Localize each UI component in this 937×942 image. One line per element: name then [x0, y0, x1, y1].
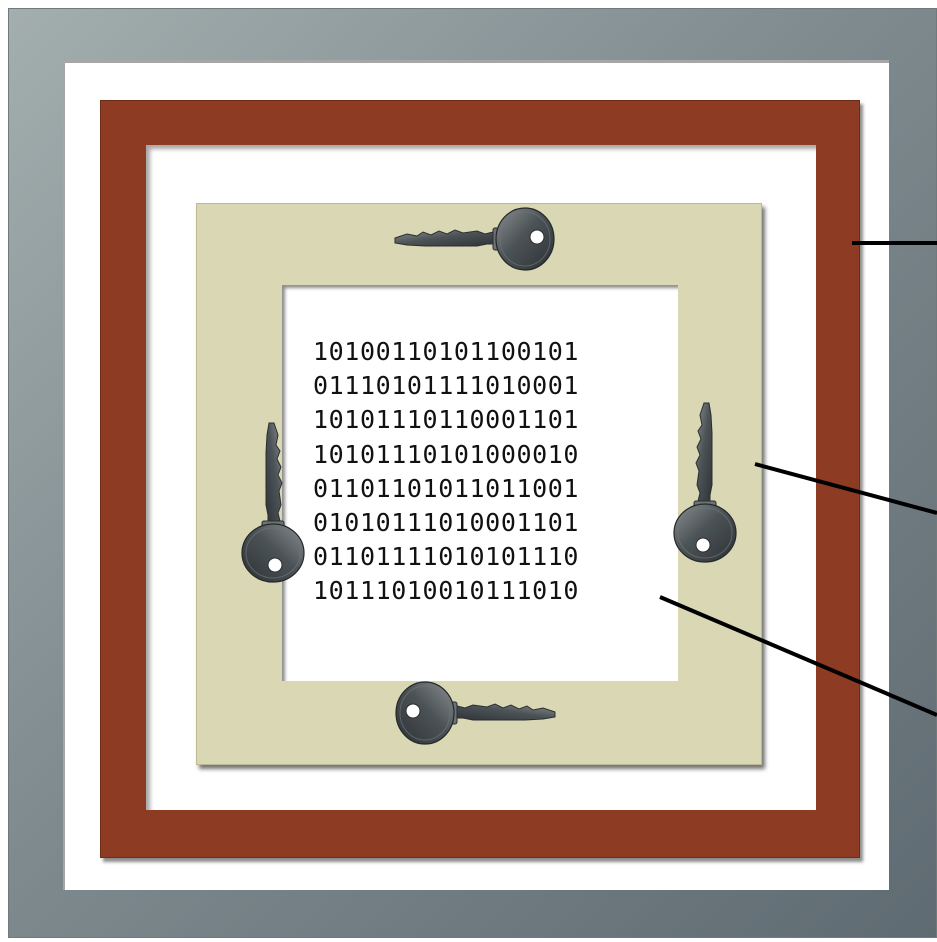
leader-line-binary-data — [660, 597, 937, 715]
leader-line-keys — [755, 464, 937, 513]
